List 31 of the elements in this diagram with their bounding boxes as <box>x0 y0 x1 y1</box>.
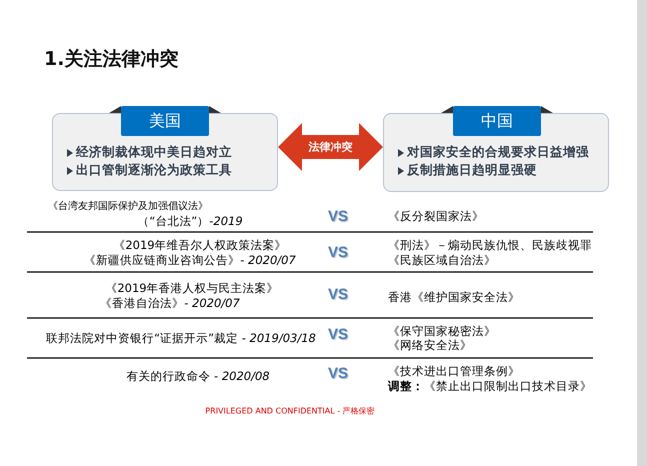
law-name: 《台湾友邦国际保护及加强倡议法》 <box>48 200 208 214</box>
double-arrow <box>278 123 383 171</box>
law-name: 《刑法》－煽动民族仇恨、民族歧视罪 <box>388 238 592 252</box>
law-name: 《民族区域自治法》 <box>388 253 496 267</box>
law-name: 《保守国家秘密法》 <box>388 324 496 338</box>
panel-heading: 中国 <box>453 106 541 136</box>
law-name: 《2019年维吾尔人权政策法案》 <box>113 238 287 252</box>
slide-title: 1.关注法律冲突 <box>44 47 178 72</box>
panel-heading: 美国 <box>121 106 209 136</box>
versus-label: VS <box>328 367 348 381</box>
law-name: 有关的行政命令 - 2020/08 <box>126 369 270 383</box>
law-name: 《网络安全法》 <box>388 338 472 352</box>
versus-label: VS <box>328 328 348 342</box>
bullet-text: 对国家安全的合规要求日益增强 <box>407 144 589 161</box>
law-name: 《反分裂国家法》 <box>388 209 484 223</box>
bullet-text: 经济制裁体现中美日趋对立 <box>76 144 232 161</box>
versus-label: VS <box>328 288 348 302</box>
bullet-text: 出口管制逐渐沦为政策工具 <box>76 162 232 179</box>
law-name: 《2019年香港人权与民主法案》 <box>105 281 279 295</box>
law-name: 《新疆供应链商业咨询公告》- 2020/07 <box>84 253 296 267</box>
bullet-text: 反制措施日趋明显强硬 <box>407 162 537 179</box>
confidentiality-note: PRIVILEGED AND CONFIDENTIAL - 严格保密 <box>205 406 375 418</box>
edge-label: 法律冲突 <box>308 140 352 154</box>
versus-label: VS <box>328 210 348 224</box>
law-name: 香港《维护国家安全法》 <box>388 290 520 304</box>
law-name: （“台北法”）-2019 <box>137 214 243 228</box>
law-name: 《技术进出口管理条例》 <box>388 364 520 378</box>
law-name: 联邦法院对中资银行“证据开示”裁定 - 2019/03/18 <box>46 331 316 345</box>
versus-label: VS <box>328 246 348 260</box>
law-name: 《香港自治法》- 2020/07 <box>100 296 240 310</box>
law-name: 调整：《禁止出口限制出口技术目录》 <box>388 379 592 393</box>
